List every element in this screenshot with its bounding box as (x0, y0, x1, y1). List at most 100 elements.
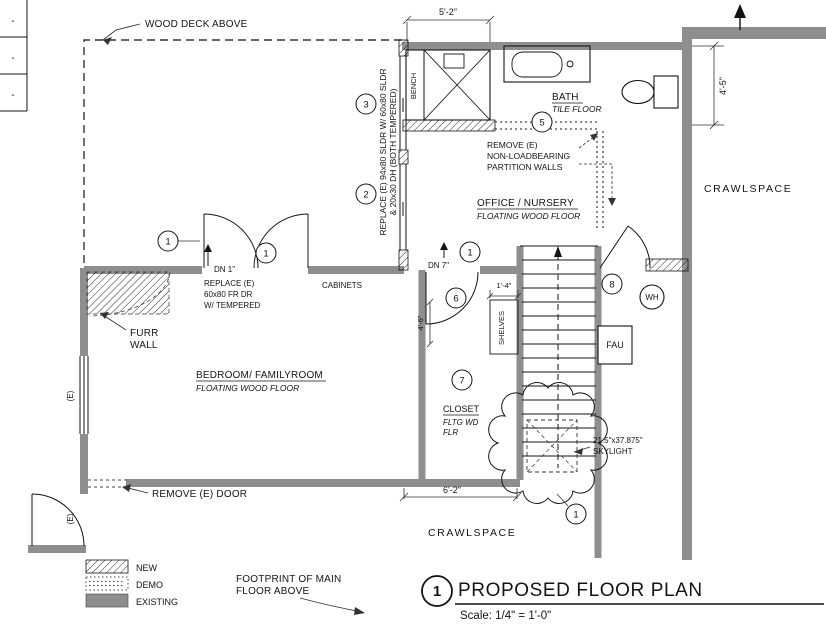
room-labels: BATH TILE FLOOR OFFICE / NURSERY FLOATIN… (196, 92, 792, 539)
office-label: OFFICE / NURSERY (477, 198, 574, 209)
wood-deck-label: WOOD DECK ABOVE (145, 19, 248, 30)
water-heater: WH (639, 284, 665, 310)
marker-label: 5 (539, 118, 544, 129)
dn1-label: DN 1" (214, 265, 235, 274)
closet-floor-label-1: FLTG WD (443, 418, 479, 427)
legend: NEW DEMO EXISTING (85, 559, 178, 608)
north-arrow-icon (734, 4, 746, 30)
marker-label: 1 (467, 248, 472, 259)
footprint-note-2: FLOOR ABOVE (236, 586, 309, 597)
marker-label: 1 (165, 237, 170, 248)
removed-door (88, 479, 128, 488)
bedroom-floor-label: FLOATING WOOD FLOOR (196, 383, 299, 393)
dn7-label: DN 7" (428, 261, 449, 270)
legend-label-demo: DEMO (136, 580, 163, 590)
existing-door-tag: (E) (66, 513, 75, 524)
demo-partition-walls (495, 121, 604, 230)
replace-slider-note-2: & 20x30 DH (BOTH TEMPERED) (388, 88, 398, 215)
crawlspace-right-label: CRAWLSPACE (704, 183, 792, 195)
dim-bath-width: 5'-2" (439, 7, 457, 17)
remove-partition-note-3: PARTITION WALLS (487, 162, 563, 172)
left-wall-window (78, 356, 90, 434)
sheet-edge-cells: - - - (0, 0, 28, 112)
dim-closet-width: 6'-2" (443, 485, 461, 495)
marker-bath-wall: 5 (531, 111, 553, 133)
bedroom-label: BEDROOM/ FAMILYROOM (196, 370, 323, 381)
fau-unit: FAU (597, 325, 633, 365)
shelves: SHELVES (489, 299, 519, 355)
marker-office-door: 8 (601, 273, 623, 295)
legend-label-existing: EXISTING (136, 597, 178, 607)
cabinets-label: CABINETS (322, 281, 362, 290)
furr-wall (86, 271, 171, 331)
marker-label: 1 (263, 249, 268, 260)
closet-floor-label-2: FLR (443, 428, 458, 437)
office-floor-label: FLOATING WOOD FLOOR (477, 211, 580, 221)
marker-label: 1 (573, 510, 578, 521)
rev-cell-3: - (11, 90, 15, 101)
replace-slider-note-1: REPLACE (E) 94x80 SLDR W/ 60x80 SLDR (378, 68, 388, 235)
marker-label: 7 (459, 376, 464, 387)
marker-closet-door: 7 (451, 369, 473, 391)
marker-label: 3 (363, 100, 368, 111)
hall-door (425, 271, 479, 325)
legend-label-new: NEW (136, 563, 158, 573)
crawlspace-bottom-label: CRAWLSPACE (428, 527, 516, 539)
bench-label: BENCH (409, 73, 418, 99)
remove-partition-note-2: NON-LOADBEARING (487, 151, 570, 161)
rev-cell-1: - (11, 16, 15, 27)
existing-window-tag: (E) (66, 390, 75, 401)
toilet (621, 75, 679, 109)
stairs (520, 245, 598, 468)
marker-stair: 1 (565, 503, 587, 525)
marker-deck-door-left: 1 (157, 230, 179, 252)
footprint-note-1: FOOTPRINT OF MAIN (236, 574, 341, 585)
replace-door-note-2: 60x80 FR DR (204, 290, 253, 299)
marker-deck-door-right: 1 (255, 242, 277, 264)
existing-walls (28, 27, 826, 560)
skylight (488, 382, 608, 504)
page-title: PROPOSED FLOOR PLAN (458, 580, 703, 601)
dim-bath-depth: 4'-5" (718, 77, 728, 95)
marker-slider-top: 3 (355, 93, 377, 115)
marker-slider-bottom: 2 (355, 183, 377, 205)
legend-swatch-new (85, 559, 129, 574)
legend-swatch-demo (85, 576, 129, 591)
vanity-sink (503, 45, 591, 83)
marker-hall-top: 1 (459, 241, 481, 263)
furr-wall-label-1: FURR (130, 328, 159, 339)
office-door (599, 225, 651, 269)
dim-closet-depth: 4'-6" (416, 315, 425, 330)
french-doors (203, 213, 309, 269)
dimension-lines (399, 15, 724, 502)
marker-label: 2 (363, 190, 368, 201)
marker-label: 6 (453, 294, 458, 305)
rev-cell-2: - (11, 53, 15, 64)
fau-label: FAU (606, 340, 624, 350)
exterior-door-sw (31, 493, 85, 547)
marker-label: 8 (609, 280, 614, 291)
title-marker: 1 (433, 583, 441, 600)
furr-wall-label-2: WALL (130, 340, 158, 351)
detail-markers: 1 1 3 2 5 1 6 8 (157, 93, 623, 525)
shelves-label: SHELVES (497, 311, 506, 345)
bath-label: BATH (552, 92, 579, 103)
dim-shelf-width: 1'-4" (497, 281, 512, 290)
bath-floor-label: TILE FLOOR (552, 104, 602, 114)
remove-door-note: REMOVE (E) DOOR (152, 489, 247, 500)
remove-partition-note-1: REMOVE (E) (487, 140, 538, 150)
annotation-notes: REMOVE (E) NON-LOADBEARING PARTITION WAL… (122, 68, 616, 615)
replace-door-note-1: REPLACE (E) (204, 279, 255, 288)
wood-deck-outline (83, 23, 402, 268)
shower (405, 49, 491, 121)
title-scale: Scale: 1/4" = 1'-0" (460, 610, 551, 622)
water-heater-label: WH (645, 293, 659, 302)
marker-hall-door: 6 (445, 287, 467, 309)
replace-door-note-3: W/ TEMPERED (204, 301, 261, 310)
closet-label: CLOSET (443, 404, 480, 414)
legend-swatch-existing (85, 593, 129, 608)
skylight-label-2: SKYLIGHT (593, 447, 633, 456)
skylight-label-1: 21.5"x37.875" (593, 436, 643, 445)
